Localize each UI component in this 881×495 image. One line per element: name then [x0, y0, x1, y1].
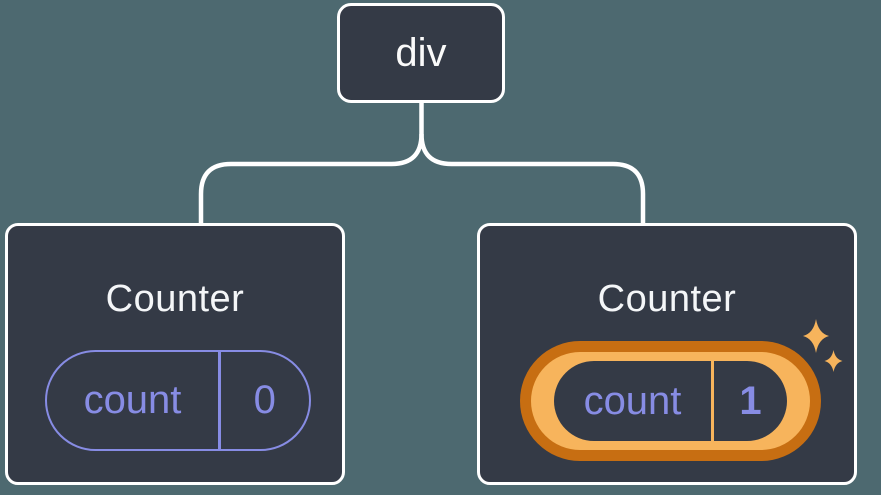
- state-pill-divider: [218, 352, 221, 449]
- component-title: Counter: [597, 278, 737, 320]
- state-pill: count 0: [45, 350, 311, 451]
- component-title: Counter: [105, 278, 245, 320]
- counter-node-left: Counter count 0: [5, 223, 345, 485]
- state-pill-highlight-ring: count 1: [531, 352, 810, 450]
- counter-node-right: Counter count 1: [477, 223, 857, 485]
- state-key-section: count: [554, 361, 711, 441]
- state-key-section: count: [47, 352, 218, 449]
- state-pill-divider: [711, 361, 714, 441]
- state-value: 0: [253, 378, 276, 422]
- state-pill: count 1: [554, 361, 787, 441]
- sparkles-icon: [803, 319, 843, 372]
- state-value-section: 1: [714, 361, 787, 441]
- state-key-label: count: [83, 378, 182, 422]
- root-node: div: [337, 3, 505, 103]
- root-node-label: div: [395, 30, 447, 75]
- state-key-label: count: [583, 378, 682, 423]
- state-pill-highlighted: count 1: [520, 341, 821, 461]
- state-value-section: 0: [221, 352, 310, 449]
- state-value: 1: [739, 378, 762, 423]
